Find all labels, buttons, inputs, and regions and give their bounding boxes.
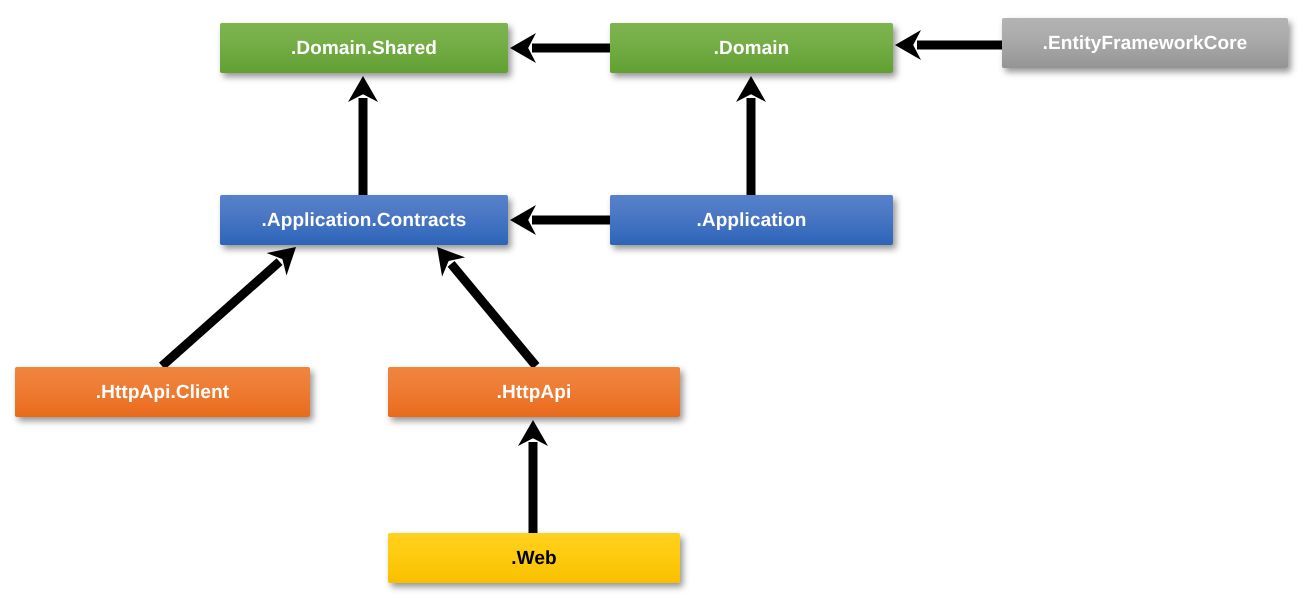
node-domain[interactable]: .Domain (610, 23, 893, 73)
node-application[interactable]: .Application (610, 195, 893, 245)
arrow-application-to-application-contracts (510, 205, 610, 235)
arrow-application-to-domain (736, 76, 766, 195)
node-web[interactable]: .Web (388, 533, 680, 583)
arrow-httpapi-to-application-contracts (437, 247, 540, 369)
node-label: .Application.Contracts (261, 209, 467, 231)
node-label: .HttpApi (496, 381, 572, 403)
node-label: .HttpApi.Client (95, 381, 230, 403)
node-label: .Web (511, 547, 557, 569)
node-application-contracts[interactable]: .Application.Contracts (220, 195, 508, 245)
arrow-efcore-to-domain (895, 30, 1002, 60)
arrow-application-contracts-to-domain-shared (348, 76, 378, 195)
node-label: .Domain (713, 37, 790, 59)
node-label: .Application (696, 209, 807, 231)
node-label: .Domain.Shared (290, 37, 438, 59)
arrow-web-to-httpapi (518, 420, 548, 533)
arrow-domain-to-domain-shared (510, 33, 610, 63)
node-label: .EntityFrameworkCore (1042, 32, 1248, 54)
node-httpapi-client[interactable]: .HttpApi.Client (15, 367, 310, 417)
node-httpapi[interactable]: .HttpApi (388, 367, 680, 417)
node-entity-framework-core[interactable]: .EntityFrameworkCore (1002, 18, 1288, 68)
node-domain-shared[interactable]: .Domain.Shared (220, 23, 508, 73)
arrow-httpapi-client-to-application-contracts (159, 247, 296, 370)
